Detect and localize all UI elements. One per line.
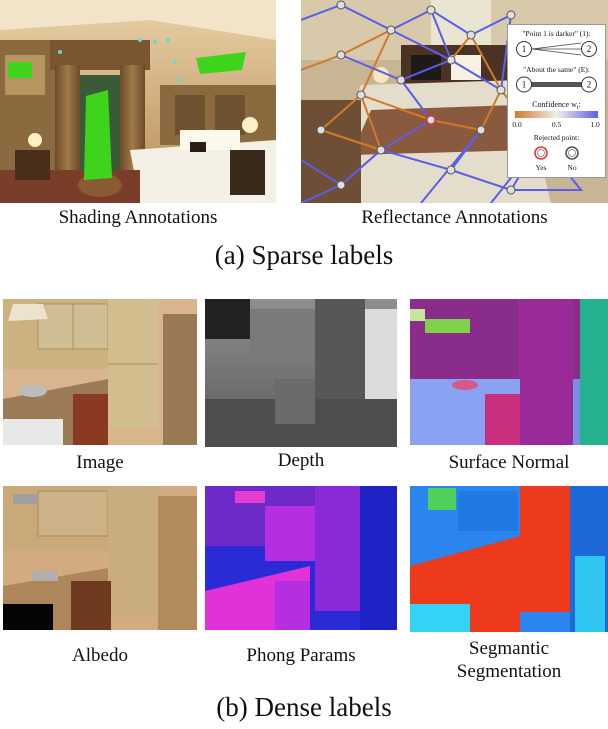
legend-same-point1-circle: [516, 76, 532, 93]
caption-segmentation-line1: Segmantic: [468, 638, 550, 659]
legend-same-point1-label: 1: [522, 80, 527, 90]
caption-phong-params: Phong Params: [246, 645, 356, 666]
legend-tick-0: 0.0: [512, 120, 522, 129]
dense-albedo-panel: [3, 486, 197, 630]
legend-same-point2-circle: [581, 76, 597, 93]
caption-depth: Depth: [277, 450, 325, 471]
dense-labels-heading: (b) Dense labels: [216, 692, 392, 722]
annotation-legend: "Point 1 is darker" (1): 1 2 "About the …: [507, 24, 606, 178]
dense-segmentation-panel: [410, 486, 608, 632]
legend-rejected-label: Rejected point:: [534, 133, 580, 142]
caption-image: Image: [76, 452, 124, 473]
dense-image-panel: [3, 299, 197, 445]
legend-rejected-yes-circle: [534, 146, 548, 160]
caption-segmentation-line2: Segmentation: [456, 661, 562, 682]
legend-rejected-no-circle: [565, 146, 579, 160]
legend-same-label: "About the same" (E):: [523, 65, 590, 74]
confidence-colorbar: [515, 111, 598, 118]
legend-confidence-label: Confidence wi:: [532, 100, 581, 111]
caption-surface-normal: Surface Normal: [448, 452, 570, 473]
shading-caption: Shading Annotations: [58, 207, 218, 228]
legend-no-label: No: [567, 163, 576, 172]
legend-point1-label: 1: [522, 44, 527, 54]
dense-depth-panel: [205, 299, 397, 447]
legend-tick-1: 1.0: [590, 120, 600, 129]
legend-point2-label: 2: [587, 44, 592, 54]
legend-same-point2-label: 2: [587, 80, 592, 90]
reflectance-annotation-image: "Point 1 is darker" (1): 1 2 "About the …: [301, 0, 608, 203]
reflectance-caption: Reflectance Annotations: [361, 207, 548, 228]
dense-normal-panel: [410, 299, 608, 445]
legend-point1-circle: [516, 41, 532, 57]
legend-tick-mid: 0.5: [552, 120, 562, 129]
caption-albedo: Albedo: [72, 645, 128, 666]
legend-point2-circle: [581, 41, 597, 57]
legend-yes-label: Yes: [536, 163, 547, 172]
legend-darker-label: "Point 1 is darker" (1):: [522, 29, 590, 38]
sparse-labels-heading: (a) Sparse labels: [214, 240, 394, 270]
shading-annotation-image: [0, 0, 276, 203]
dense-phong-panel: [205, 486, 397, 630]
